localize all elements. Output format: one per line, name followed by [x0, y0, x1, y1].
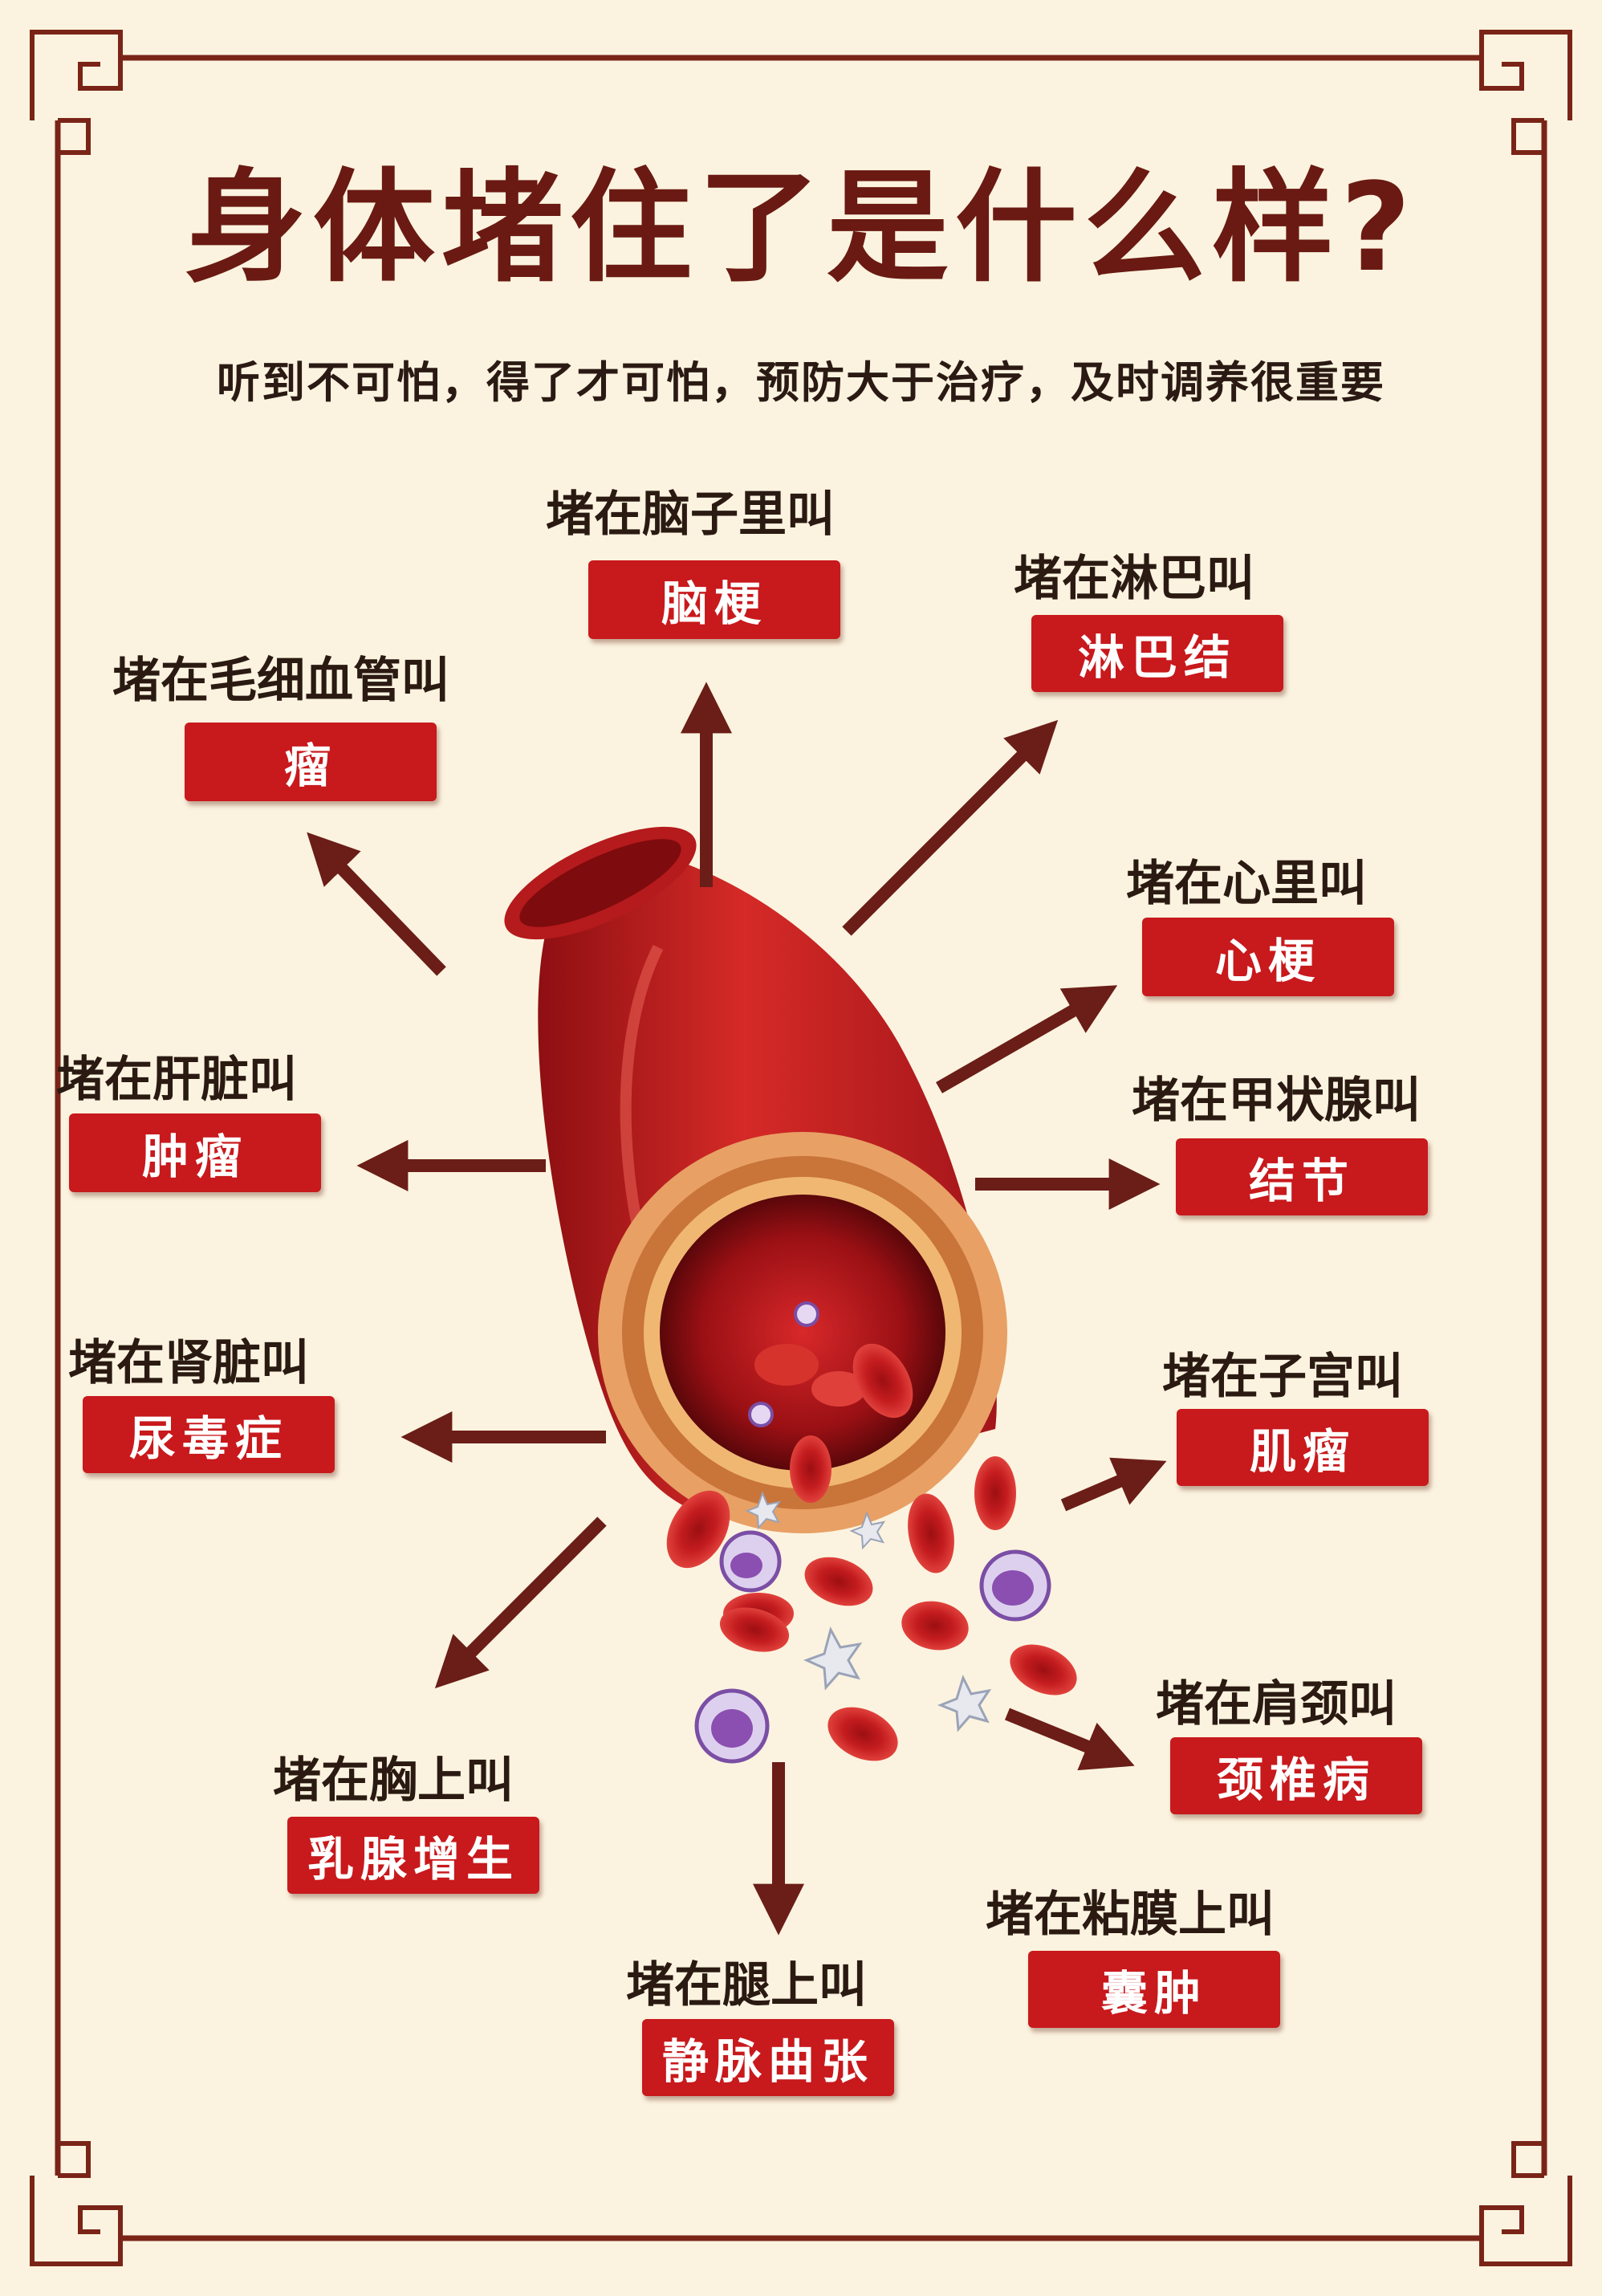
label-brain: 脑梗 [588, 560, 840, 639]
caption-chest: 堵在胸上叫 [273, 1753, 514, 1809]
arrow-uterus [1060, 1457, 1167, 1512]
label-neck: 颈椎病 [1170, 1737, 1422, 1814]
arrow-lymph [842, 719, 1059, 936]
item-chest: 堵在胸上叫 乳腺增生 [273, 1753, 539, 1894]
caption-thyroid: 堵在甲状腺叫 [1132, 1073, 1421, 1129]
caption-lymph: 堵在淋巴叫 [1014, 551, 1254, 607]
blood-cells [666, 1343, 1077, 1764]
caption-uterus: 堵在子宫叫 [1162, 1349, 1403, 1405]
label-chest: 乳腺增生 [287, 1817, 539, 1894]
label-heart: 心梗 [1142, 918, 1394, 996]
caption-liver: 堵在肝脏叫 [56, 1052, 297, 1108]
arrow-neck [1004, 1708, 1135, 1771]
caption-brain: 堵在脑子里叫 [546, 486, 835, 543]
label-liver: 肿瘤 [69, 1113, 321, 1192]
caption-capillary: 堵在毛细血管叫 [112, 653, 449, 709]
label-kidney: 尿毒症 [83, 1396, 335, 1473]
caption-heart: 堵在心里叫 [1126, 856, 1367, 912]
item-uterus: 堵在子宫叫 肌瘤 [1162, 1349, 1429, 1486]
arrow-capillary [307, 832, 446, 976]
arrow-heart [936, 985, 1118, 1093]
label-thyroid: 结节 [1176, 1138, 1428, 1215]
caption-leg: 堵在腿上叫 [626, 1957, 867, 2013]
item-brain: 堵在脑子里叫 脑梗 [546, 486, 840, 639]
label-capillary: 瘤 [185, 723, 437, 801]
arrow-chest [434, 1516, 607, 1689]
item-thyroid: 堵在甲状腺叫 结节 [1132, 1073, 1428, 1215]
item-mucosa: 堵在粘膜上叫 囊肿 [986, 1887, 1280, 2028]
item-lymph: 堵在淋巴叫 淋巴结 [1014, 551, 1283, 692]
label-mucosa: 囊肿 [1028, 1951, 1280, 2028]
item-heart: 堵在心里叫 心梗 [1126, 856, 1394, 996]
label-lymph: 淋巴结 [1031, 615, 1283, 692]
item-leg: 堵在腿上叫 静脉曲张 [626, 1957, 894, 2096]
item-neck: 堵在肩颈叫 颈椎病 [1156, 1676, 1422, 1814]
caption-neck: 堵在肩颈叫 [1156, 1676, 1397, 1732]
label-leg: 静脉曲张 [642, 2019, 894, 2096]
caption-mucosa: 堵在粘膜上叫 [986, 1887, 1275, 1943]
label-uterus: 肌瘤 [1177, 1409, 1429, 1486]
item-capillary: 堵在毛细血管叫 瘤 [112, 653, 449, 801]
item-liver: 堵在肝脏叫 肿瘤 [56, 1052, 321, 1192]
caption-kidney: 堵在肾脏叫 [68, 1335, 309, 1391]
page-title: 身体堵住了是什么样? [184, 157, 1418, 299]
page-subtitle: 听到不可怕，得了才可怕，预防大于治疗，及时调养很重要 [217, 357, 1385, 408]
item-kidney: 堵在肾脏叫 尿毒症 [68, 1335, 335, 1473]
